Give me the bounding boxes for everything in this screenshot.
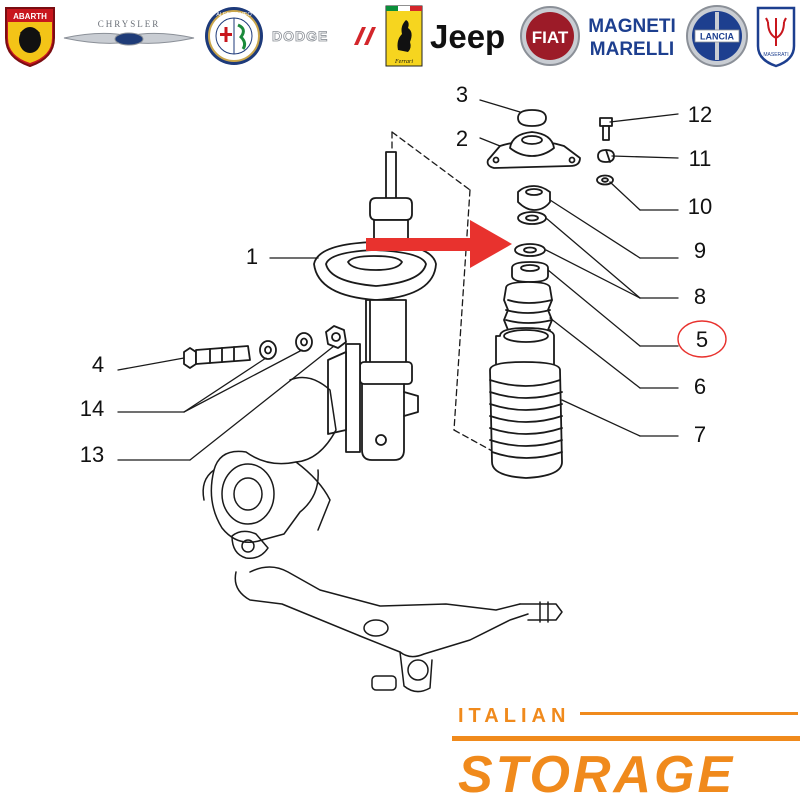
callout-14: 14 [80, 396, 104, 421]
lancia-logo: LANCIA [684, 4, 750, 68]
callout-13: 13 [80, 442, 104, 467]
construction-lines [391, 131, 506, 459]
ferrari-logo: Ferrari [384, 4, 424, 68]
part-8-washer-upper [517, 211, 547, 225]
callout-5: 5 [696, 327, 708, 352]
part-3-dust-cap [517, 109, 547, 127]
maserati-logo-text: MASERATI [763, 52, 788, 58]
abarth-logo-text: ABARTH [13, 12, 47, 21]
part-8-washer-lower [514, 243, 546, 257]
part-14-washer-left [259, 340, 277, 360]
callout-2: 2 [456, 126, 468, 151]
maserati-logo: MASERATI [754, 4, 798, 68]
fiat-logo-text: FIAT [532, 28, 569, 47]
callout-7: 7 [694, 422, 706, 447]
strut-shock-absorber [313, 151, 437, 461]
part-12-bolt [599, 117, 613, 141]
callout-11: 11 [689, 146, 712, 171]
magneti-marelli-top-text: MAGNETI [588, 16, 676, 37]
part-9-nut [517, 185, 551, 211]
magneti-marelli-bottom-text: MARELLI [590, 39, 674, 60]
red-arrow [366, 220, 512, 268]
callout-9: 9 [694, 238, 706, 263]
abarth-logo: ABARTH [2, 4, 58, 68]
callout-8: 8 [694, 284, 706, 309]
callout-3: 3 [456, 82, 468, 107]
chrysler-logo-text: CHRYSLER [98, 19, 161, 29]
part-2-top-mount [486, 131, 581, 169]
italian-storage-watermark: ITALIAN STORAGE [452, 705, 800, 800]
magneti-marelli-logo: MAGNETI MARELLI [586, 4, 678, 68]
alfa-romeo-logo-text: ALFA ROMEO [216, 12, 252, 18]
chrysler-logo: CHRYSLER [62, 4, 196, 68]
part-13-nut [325, 325, 347, 349]
suspension-exploded-diagram: 1 2 3 4 5 6 7 8 9 10 11 12 13 14 [80, 82, 727, 693]
ferrari-logo-text: Ferrari [394, 59, 413, 65]
part-4-bolt [183, 345, 251, 369]
callout-1: 1 [246, 244, 258, 269]
dodge-logo: DODGE [270, 4, 380, 68]
alfa-romeo-logo: ALFA ROMEO [202, 4, 266, 68]
part-10-washer [596, 174, 614, 186]
part-5-spacer-ring [511, 261, 549, 283]
jeep-logo: Jeep [428, 4, 516, 68]
lancia-logo-text: LANCIA [700, 32, 734, 42]
part-7-dust-boot [489, 327, 563, 479]
watermark-line1: ITALIAN [458, 705, 570, 727]
dodge-logo-text: DODGE [272, 28, 328, 44]
fiat-logo: FIAT [518, 4, 582, 68]
callout-4: 4 [92, 352, 104, 377]
knuckle-and-lower-arm [202, 376, 563, 693]
callout-5-highlight-circle [677, 320, 727, 358]
leader-lines [117, 99, 679, 461]
part-14-washer-right [295, 332, 313, 352]
brand-logo-bar: ABARTH CHRYSLER ALFA ROMEO DODGE [0, 0, 800, 72]
watermark-line2: STORAGE [458, 746, 735, 800]
callout-12: 12 [688, 102, 712, 127]
callout-10: 10 [688, 194, 712, 219]
callout-6: 6 [694, 374, 706, 399]
jeep-logo-text: Jeep [430, 18, 505, 55]
